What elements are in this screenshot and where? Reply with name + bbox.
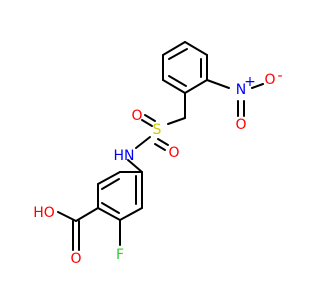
bond bbox=[57, 211, 77, 222]
bond bbox=[184, 41, 208, 56]
bond bbox=[168, 75, 187, 87]
nitro-oxygen-single-label: O bbox=[264, 72, 275, 88]
bond bbox=[168, 48, 188, 60]
bond bbox=[162, 79, 186, 94]
bond bbox=[206, 79, 230, 89]
bond bbox=[162, 41, 186, 56]
bond bbox=[141, 119, 153, 127]
bond bbox=[101, 202, 120, 214]
hydroxyl-label: HO bbox=[33, 205, 55, 221]
bond bbox=[97, 171, 121, 185]
bond bbox=[144, 114, 156, 122]
bond bbox=[119, 207, 143, 221]
molecule-structure: N + O - O S O O HN HO O F bbox=[33, 41, 283, 267]
sulfonyl-oxygen-bottom-label: O bbox=[168, 145, 179, 161]
bond bbox=[251, 83, 264, 89]
bond bbox=[154, 143, 166, 151]
carbonyl-oxygen-label: O bbox=[70, 251, 81, 267]
bond bbox=[97, 207, 121, 221]
sulfur-label: S bbox=[153, 122, 162, 138]
amine-nh-label: HN bbox=[114, 148, 135, 164]
nitro-oxygen-double-label: O bbox=[235, 117, 246, 133]
bond bbox=[184, 79, 208, 94]
bond bbox=[157, 138, 169, 146]
bond bbox=[135, 136, 151, 149]
atom-labels: N + O - O S O O HN HO O F bbox=[33, 68, 282, 267]
bond bbox=[167, 117, 186, 125]
fluorine-label: F bbox=[116, 247, 124, 263]
bonds bbox=[57, 41, 264, 251]
bond bbox=[127, 159, 143, 173]
bond bbox=[101, 178, 120, 190]
nitro-nitrogen-charge: + bbox=[244, 74, 256, 90]
sulfonyl-oxygen-top-label: O bbox=[131, 108, 142, 124]
nitro-nitrogen-label: N bbox=[236, 82, 246, 98]
bond bbox=[75, 207, 99, 222]
nitro-oxygen-charge: - bbox=[277, 68, 282, 84]
